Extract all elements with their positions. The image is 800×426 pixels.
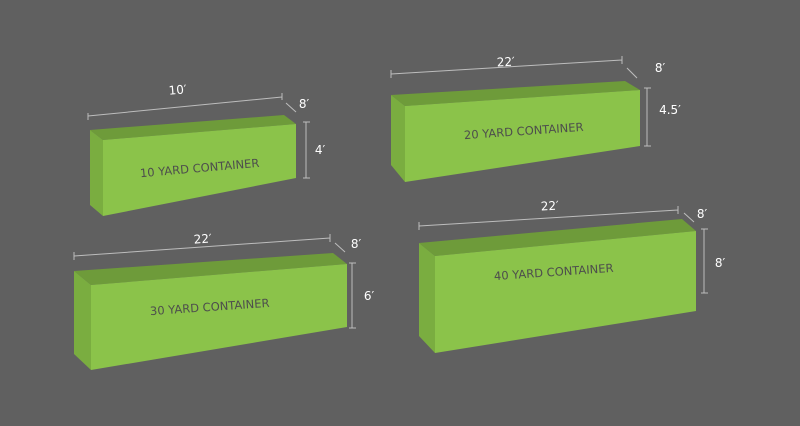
container-10-yard-depth-label: 8′: [299, 97, 310, 111]
container-30-yard-depth-line: [334, 242, 346, 253]
container-30-yard-length-line: [73, 234, 331, 260]
container-40-yard-length-label: 22′: [540, 199, 559, 214]
container-20-yard-length-line: [390, 56, 623, 78]
container-30-yard-height-line: [349, 262, 356, 329]
container-10-yard-length-label: 10′: [168, 82, 187, 98]
container-20-yard-length-label: 22′: [496, 55, 515, 70]
container-20-yard-top-face: [391, 81, 640, 106]
container-40-yard-front: [435, 231, 696, 353]
container-40-yard-top-face: [419, 219, 696, 256]
container-30-yard: 30 YARD CONTAINER 22′ 8′ 6′: [73, 231, 375, 370]
container-30-yard-length-label: 22′: [193, 231, 212, 246]
container-10-yard-height-line: [303, 121, 310, 179]
container-10-yard-depth-line: [285, 102, 297, 113]
container-20-yard-depth-line: [626, 67, 638, 79]
container-30-yard-depth-label: 8′: [351, 237, 362, 251]
container-20-yard-height-line: [644, 87, 651, 147]
container-20-yard-front: [405, 90, 640, 182]
container-40-yard-height-label: 8′: [715, 256, 726, 270]
container-20-yard: 20 YARD CONTAINER 22′ 8′ 4.5′: [390, 55, 681, 182]
container-30-yard-top-face: [74, 253, 347, 285]
container-30-yard-side: [74, 271, 91, 370]
container-10-yard-height-label: 4′: [315, 143, 326, 157]
container-40-yard: 40 YARD CONTAINER 22′ 8′ 8′: [418, 199, 726, 353]
container-20-yard-side: [391, 95, 405, 182]
container-20-yard-depth-label: 8′: [655, 61, 666, 75]
container-40-yard-depth-label: 8′: [697, 207, 708, 221]
container-40-yard-depth-line: [683, 212, 695, 223]
container-10-yard-front: [103, 124, 296, 216]
container-40-yard-length-line: [418, 206, 679, 230]
container-10-yard: 10 YARD CONTAINER 10′ 8′ 4′: [87, 82, 326, 216]
container-30-yard-front: [91, 264, 347, 370]
container-10-yard-top-face: [90, 115, 296, 140]
container-20-yard-height-label: 4.5′: [659, 103, 681, 117]
container-40-yard-side: [419, 243, 435, 353]
container-30-yard-height-label: 6′: [364, 289, 375, 303]
container-10-yard-side: [90, 130, 103, 216]
container-40-yard-height-line: [701, 228, 708, 294]
container-10-yard-length-line: [87, 93, 283, 120]
